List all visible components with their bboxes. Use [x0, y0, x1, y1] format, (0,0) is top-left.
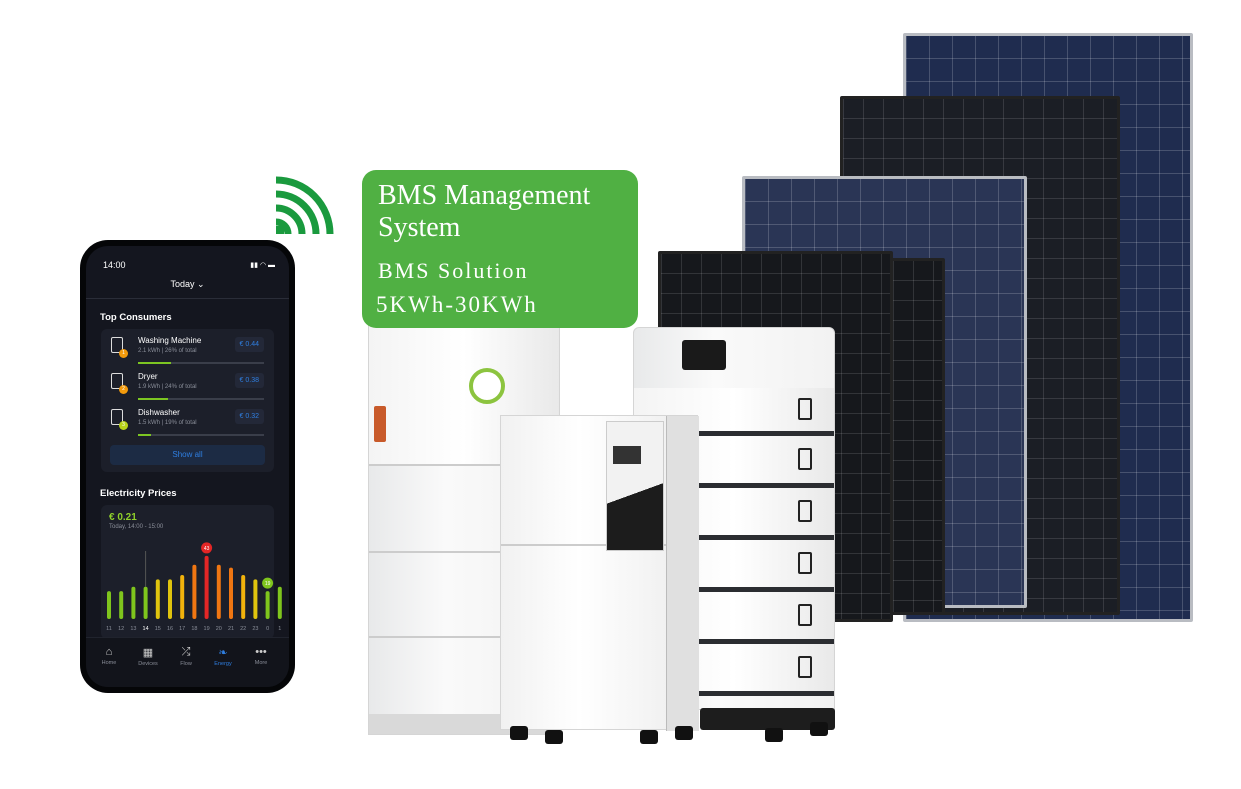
price-bar-22[interactable]: [241, 575, 246, 619]
consumer-cost: € 0.44: [234, 337, 264, 352]
price-bar-11[interactable]: [107, 591, 111, 619]
price-bar-20[interactable]: [216, 564, 221, 619]
period-label: Today: [170, 279, 195, 289]
consumer-name: Washing Machine: [138, 336, 202, 345]
price-bar-13[interactable]: [131, 586, 136, 619]
bottom-nav: ⌂Home ▦Devices ⤮Flow ❧Energy •••More: [86, 637, 289, 687]
consumer-item[interactable]: 1 Washing Machine 2.1 kWh | 26% of total…: [101, 333, 274, 369]
price-bar-14[interactable]: [143, 586, 148, 619]
nav-more[interactable]: •••More: [243, 646, 279, 666]
price-annotation-label: 19: [265, 581, 271, 587]
x-tick-label: 23: [252, 626, 258, 632]
chevron-down-icon: ⌄: [197, 279, 205, 289]
price-bar-12[interactable]: [119, 591, 124, 619]
x-tick-label: 13: [130, 626, 136, 632]
x-tick-label: 12: [118, 626, 124, 632]
rank-badge: 2: [119, 385, 128, 394]
share-bar: [138, 362, 264, 364]
nav-flow[interactable]: ⤮Flow: [168, 646, 204, 667]
consumer-item[interactable]: 3 Dishwasher 1.5 kWh | 19% of total € 0.…: [101, 405, 274, 441]
consumer-name: Dishwasher: [138, 408, 180, 417]
x-tick-label: 18: [191, 626, 197, 632]
price-annotation-badge: [262, 577, 274, 589]
rank-badge: 3: [119, 421, 128, 430]
price-bar-chart: 11 12 13 14 15 16 17 18 19 43 20 21 22 23 0 19 1: [106, 542, 282, 632]
electricity-prices-heading: Electricity Prices: [100, 488, 177, 499]
x-tick-label: 11: [106, 626, 112, 632]
price-bar-0[interactable]: [265, 591, 270, 619]
x-tick-label: 0: [266, 626, 269, 632]
price-bar-1[interactable]: [277, 586, 282, 619]
top-consumers-card: 1 Washing Machine 2.1 kWh | 26% of total…: [101, 329, 274, 472]
x-tick-label: 15: [155, 626, 161, 632]
nav-home[interactable]: ⌂Home: [91, 646, 127, 666]
price-annotation-badge: [201, 542, 213, 554]
battery-unit-front: [500, 415, 699, 731]
share-bar: [138, 434, 264, 436]
consumer-name: Dryer: [138, 372, 158, 381]
unit-display: [613, 446, 641, 464]
price-bar-18[interactable]: [192, 564, 197, 619]
price-bar-17[interactable]: [180, 575, 185, 619]
banner-title-line2: System: [378, 212, 461, 243]
status-indicator-icon: [469, 368, 505, 404]
nav-energy[interactable]: ❧Energy: [205, 646, 241, 667]
price-bar-21[interactable]: [229, 567, 233, 619]
consumer-stats: 1.9 kWh | 24% of total: [138, 384, 197, 390]
status-time: 14:00: [103, 260, 126, 270]
wireless-signal-icon: [275, 176, 334, 235]
banner-subtitle: BMS Solution: [378, 258, 529, 283]
share-bar: [138, 398, 264, 400]
price-annotation-label: 43: [204, 546, 210, 552]
prices-card: € 0.21 Today, 14:00 - 15:00 11 12 13 14 15 16…: [101, 505, 282, 639]
status-icons: ▮▮ ◠ ▬: [250, 262, 275, 269]
x-tick-label: 21: [228, 626, 234, 632]
home-icon: ⌂: [105, 646, 113, 658]
more-icon: •••: [255, 646, 267, 658]
current-price: € 0.21: [109, 512, 137, 523]
leaf-icon: ❧: [218, 647, 228, 659]
consumer-cost: € 0.32: [234, 409, 264, 424]
rank-badge: 1: [119, 349, 128, 358]
x-tick-label: 22: [240, 626, 246, 632]
banner-title: BMS Management System: [378, 180, 590, 244]
period-selector[interactable]: Today ⌄: [86, 279, 289, 290]
x-tick-label: 19: [204, 626, 210, 632]
consumer-item[interactable]: 2 Dryer 1.9 kWh | 24% of total € 0.38: [101, 369, 274, 405]
x-tick-label: 20: [216, 626, 222, 632]
price-bar-16[interactable]: [168, 579, 172, 619]
inverter-display: [682, 340, 726, 370]
x-tick-label: 1: [278, 626, 281, 632]
consumer-stats: 2.1 kWh | 26% of total: [138, 348, 197, 354]
dryer-icon: [111, 373, 123, 389]
phone-mockup: 14:00 ▮▮ ◠ ▬ Today ⌄ Top Consumers 1 Was…: [80, 240, 295, 693]
banner-title-line1: BMS Management: [378, 180, 591, 211]
banner-capacity: 5KWh-30KWh: [376, 292, 538, 317]
price-bar-23[interactable]: [253, 579, 258, 619]
solar-panel-black-rear: [890, 258, 945, 615]
top-consumers-heading: Top Consumers: [100, 312, 172, 323]
dishwasher-icon: [111, 409, 123, 425]
x-tick-label: 16: [167, 626, 173, 632]
consumer-cost: € 0.38: [234, 373, 264, 388]
price-bar-19[interactable]: [204, 555, 209, 619]
bms-banner: BMS Management System BMS Solution 5KWh-…: [362, 170, 638, 328]
consumer-stats: 1.5 kWh | 19% of total: [138, 420, 197, 426]
show-all-button[interactable]: Show all: [110, 445, 265, 465]
shuffle-icon: ⤮: [181, 646, 191, 658]
price-bar-15[interactable]: [155, 579, 160, 619]
x-tick-label: 14: [143, 626, 149, 632]
energy-app-screen: 14:00 ▮▮ ◠ ▬ Today ⌄ Top Consumers 1 Was…: [86, 246, 289, 687]
nav-devices[interactable]: ▦Devices: [130, 646, 166, 667]
grid-icon: ▦: [142, 647, 154, 659]
washing-machine-icon: [111, 337, 123, 353]
current-price-time: Today, 14:00 - 15:00: [109, 524, 164, 530]
x-tick-label: 17: [179, 626, 185, 632]
